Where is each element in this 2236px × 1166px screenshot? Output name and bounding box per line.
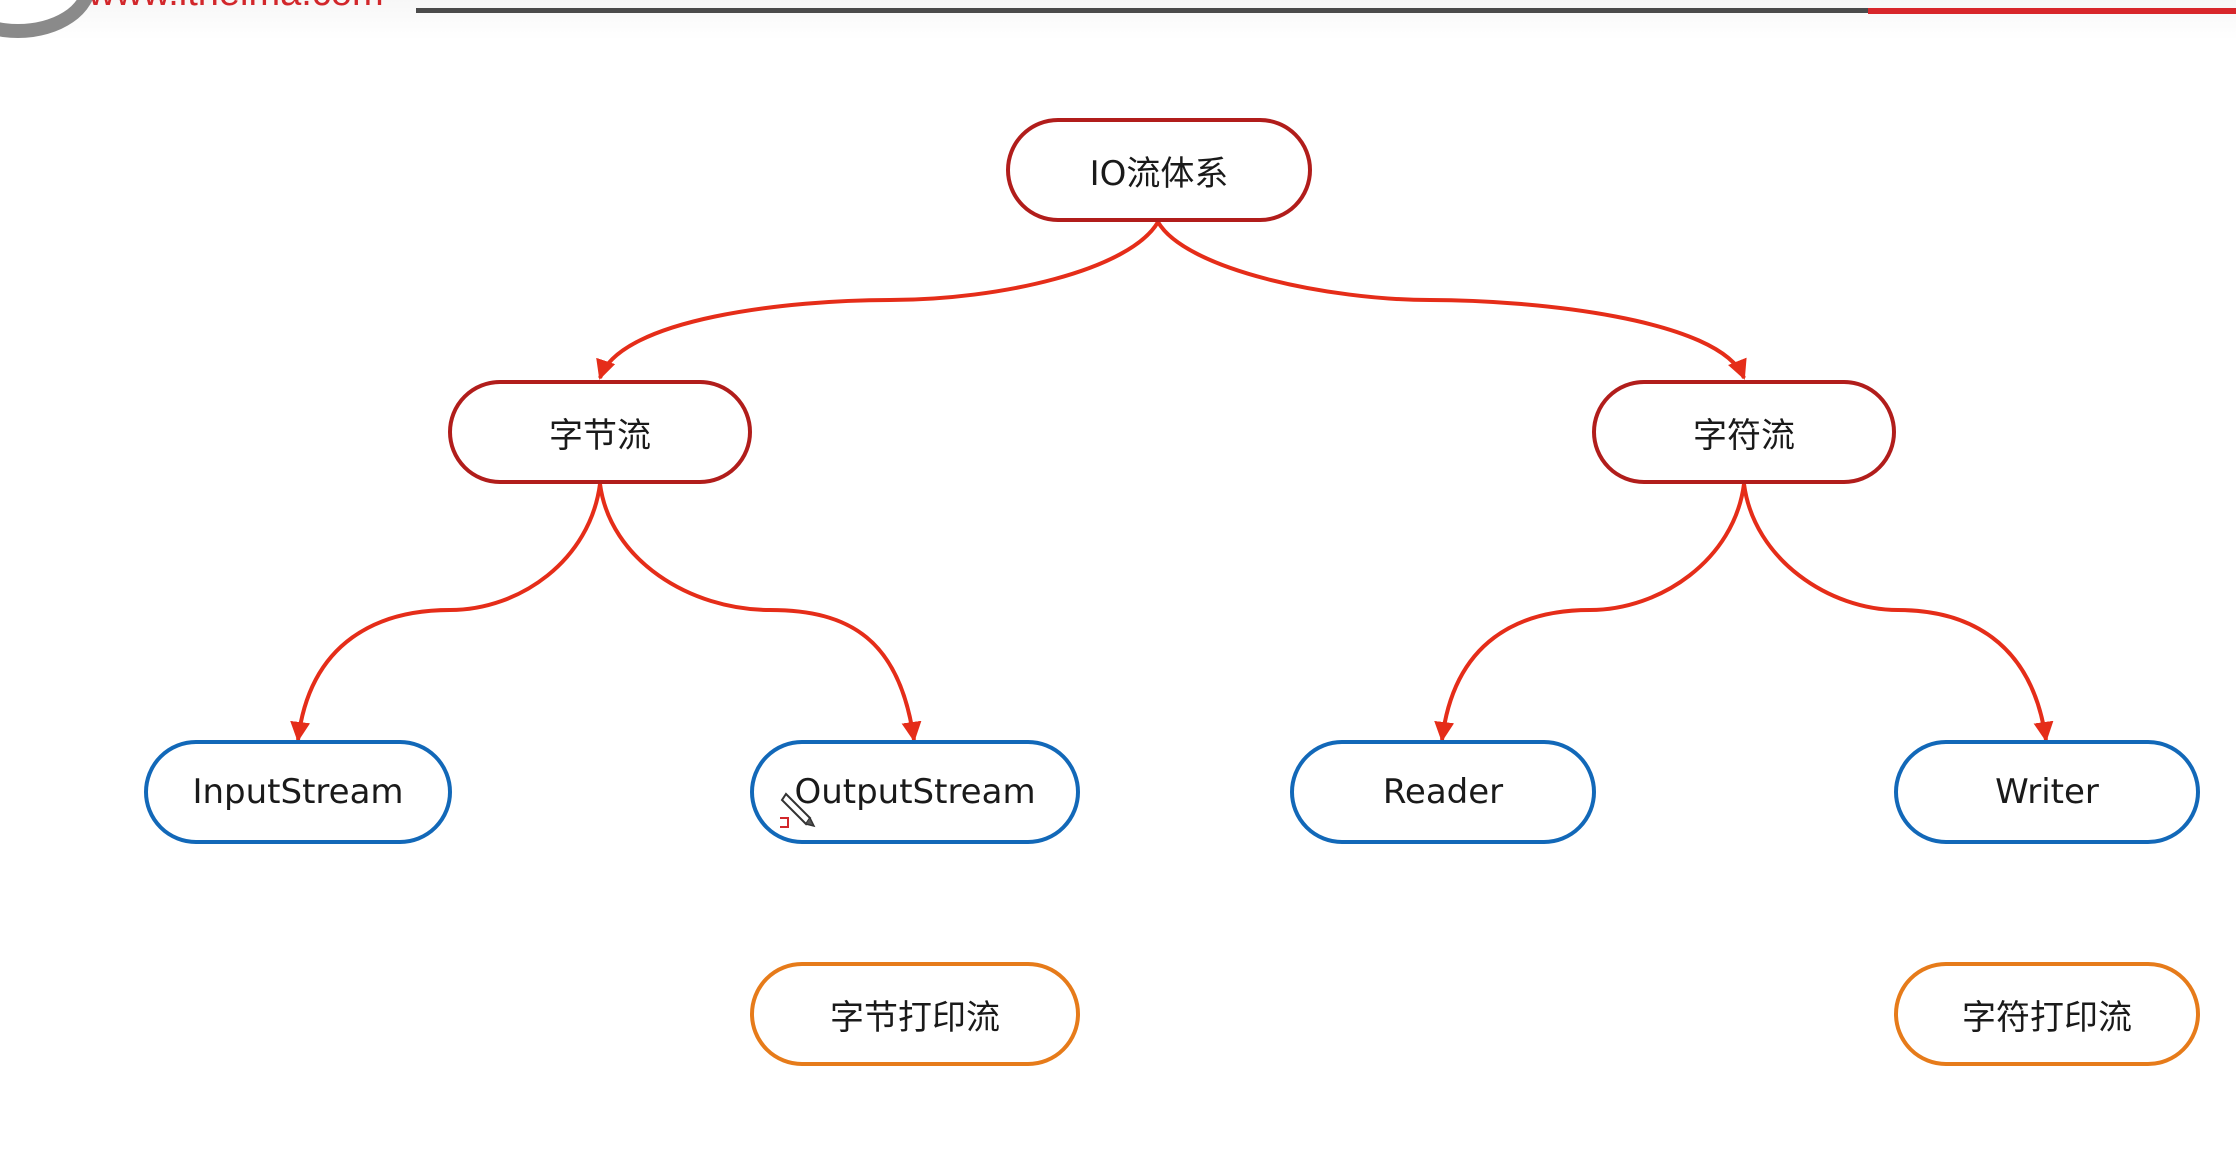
node-label: 字符打印流 bbox=[1962, 997, 2132, 1038]
header-divider-accent bbox=[1868, 8, 2236, 14]
node-writer: Writer bbox=[1894, 740, 2200, 844]
node-input-stream: InputStream bbox=[144, 740, 452, 844]
pen-cursor-icon bbox=[780, 792, 816, 828]
edge-char-stream-to-writer bbox=[1742, 483, 2054, 742]
edge-char-stream-to-reader bbox=[1434, 483, 1746, 742]
slide-header: www.itheima.com bbox=[0, 0, 2236, 40]
header-divider bbox=[416, 8, 1868, 13]
node-label: 字符流 bbox=[1693, 415, 1795, 456]
node-byte-stream: 字节流 bbox=[448, 380, 752, 484]
node-char-stream: 字符流 bbox=[1592, 380, 1896, 484]
site-url: www.itheima.com bbox=[88, 0, 384, 15]
edge-root-to-char-stream bbox=[1156, 220, 1747, 380]
node-io-stream-system: IO流体系 bbox=[1006, 118, 1312, 222]
edge-byte-stream-to-input-stream bbox=[290, 483, 602, 742]
node-label: 字节打印流 bbox=[830, 997, 1000, 1038]
edge-byte-stream-to-output-stream bbox=[598, 483, 922, 742]
node-label: 字节流 bbox=[549, 415, 651, 456]
node-label: InputStream bbox=[192, 772, 404, 812]
edge-root-to-byte-stream bbox=[596, 220, 1160, 380]
node-reader: Reader bbox=[1290, 740, 1596, 844]
node-byte-print-stream: 字节打印流 bbox=[750, 962, 1080, 1066]
node-label: OutputStream bbox=[794, 772, 1036, 812]
node-label: Writer bbox=[1995, 772, 2099, 812]
node-output-stream: OutputStream bbox=[750, 740, 1080, 844]
node-label: IO流体系 bbox=[1089, 153, 1229, 194]
node-char-print-stream: 字符打印流 bbox=[1894, 962, 2200, 1066]
node-label: Reader bbox=[1382, 772, 1504, 812]
